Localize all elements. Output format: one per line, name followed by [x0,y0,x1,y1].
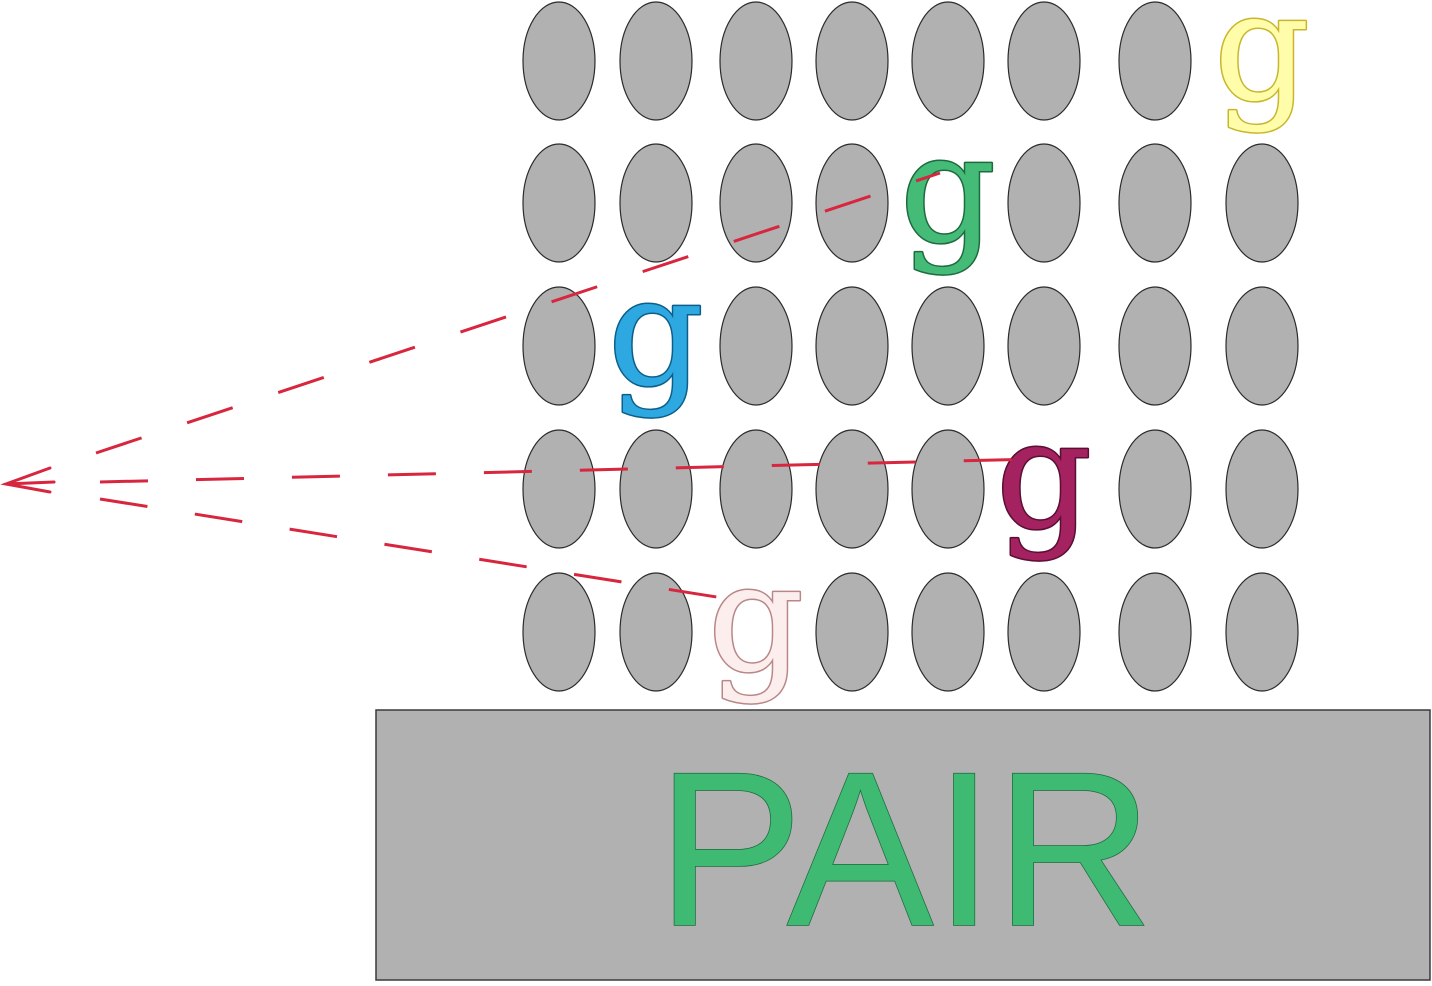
oval-r0-c6 [1118,1,1192,121]
glyph-g-r1-c4: g [900,103,996,277]
oval-r1-c0 [522,143,596,263]
oval-r4-c6 [1118,572,1192,692]
oval-r4-c7 [1225,572,1299,692]
oval-r2-c4 [911,286,985,406]
oval-r0-c4 [911,1,985,121]
oval-r1-c1 [619,143,693,263]
oval-r2-c6 [1118,286,1192,406]
oval-r1-c2 [719,143,793,263]
oval-r1-c7 [1225,143,1299,263]
oval-r0-c2 [719,1,793,121]
oval-r4-c5 [1007,572,1081,692]
oval-r3-c0 [522,429,596,549]
gaze-line-2 [99,457,1037,484]
pair-panel: PAIR [375,709,1431,981]
oval-r3-c3 [815,429,889,549]
oval-r3-c7 [1225,429,1299,549]
oval-r2-c5 [1007,286,1081,406]
glyph-g-r2-c1: g [608,246,704,420]
oval-r0-c0 [522,1,596,121]
oval-r4-c3 [815,572,889,692]
gaze-line-1 [95,171,941,455]
glyph-g-r4-c2: g [708,532,804,706]
glyph-g-r3-c5: g [996,389,1092,563]
oval-r0-c5 [1007,1,1081,121]
oval-r2-c3 [815,286,889,406]
oval-r1-c6 [1118,143,1192,263]
oval-r3-c2 [719,429,793,549]
oval-r4-c1 [619,572,693,692]
oval-r3-c6 [1118,429,1192,549]
oval-grid [522,1,1299,692]
oval-r4-c4 [911,572,985,692]
gaze-line-3 [99,497,749,604]
oval-r2-c7 [1225,286,1299,406]
oval-r0-c1 [619,1,693,121]
oval-r2-c0 [522,286,596,406]
oval-r3-c4 [911,429,985,549]
oval-r2-c2 [719,286,793,406]
glyph-g-r0-c7: g [1214,0,1310,135]
oval-r1-c5 [1007,143,1081,263]
gaze-lines [0,171,1037,604]
pair-box [375,709,1431,981]
oval-r4-c0 [522,572,596,692]
pair-label: PAIR [656,726,1153,972]
oval-r0-c3 [815,1,889,121]
oval-r3-c1 [619,429,693,549]
arrow-head-icon [0,466,56,494]
